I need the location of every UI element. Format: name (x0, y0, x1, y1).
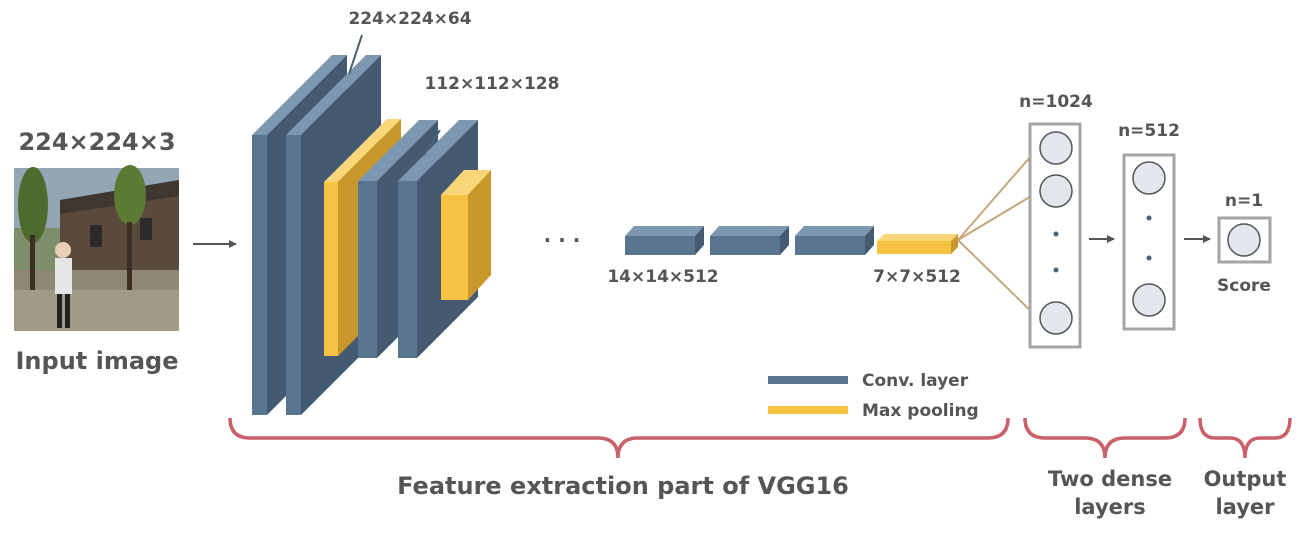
dense-layer-2-size: n=512 (1118, 121, 1180, 141)
conv-14-block-2 (710, 226, 789, 255)
legend-pool-swatch (768, 406, 848, 414)
neuron (1039, 131, 1073, 165)
dense-layer-1-size: n=1024 (1019, 92, 1093, 112)
neuron-dots (1146, 255, 1152, 261)
input-caption: Input image (16, 347, 179, 375)
conv-block-2-size: 112×112×128 (425, 74, 560, 94)
feature-section-label: Feature extraction part of VGG16 (397, 472, 849, 500)
feature-brace (228, 417, 1010, 459)
input-image (14, 165, 179, 331)
max-pool-7-block (877, 234, 958, 254)
output-section-label-line1: Output (1204, 467, 1287, 491)
neuron-dots (1146, 215, 1152, 221)
neuron (1227, 223, 1261, 257)
neuron (1039, 301, 1073, 335)
dense-brace (1023, 417, 1187, 459)
max-pool-2 (441, 170, 491, 300)
dense-section-label-line1: Two dense (1048, 467, 1172, 491)
conv-block-2-pointer (423, 129, 441, 156)
legend-conv-swatch (768, 376, 848, 384)
neuron-dots (1053, 231, 1059, 237)
output-layer-size: n=1 (1225, 191, 1263, 211)
label-14x14x512: 14×14×512 (607, 267, 718, 287)
neuron-dots (1053, 267, 1059, 273)
conv-14-block-1 (625, 226, 704, 255)
legend-pool-label: Max pooling (862, 401, 979, 421)
flatten-connections (957, 147, 1039, 319)
neuron (1132, 283, 1166, 317)
conv-block-1-size: 224×224×64 (348, 9, 471, 29)
conv-block-1-pointer (348, 34, 363, 75)
ellipsis: · · · (544, 228, 581, 252)
output-section-label-line2: layer (1215, 495, 1275, 519)
neuron (1039, 174, 1073, 208)
output-caption: Score (1217, 276, 1271, 296)
input-size-label: 224×224×3 (18, 128, 175, 156)
label-7x7x512: 7×7×512 (873, 267, 961, 287)
dense-section-label-line2: layers (1074, 495, 1146, 519)
output-brace (1198, 417, 1292, 459)
conv-14-block-3 (795, 226, 874, 255)
neuron (1132, 161, 1166, 195)
legend-conv-label: Conv. layer (862, 371, 969, 391)
